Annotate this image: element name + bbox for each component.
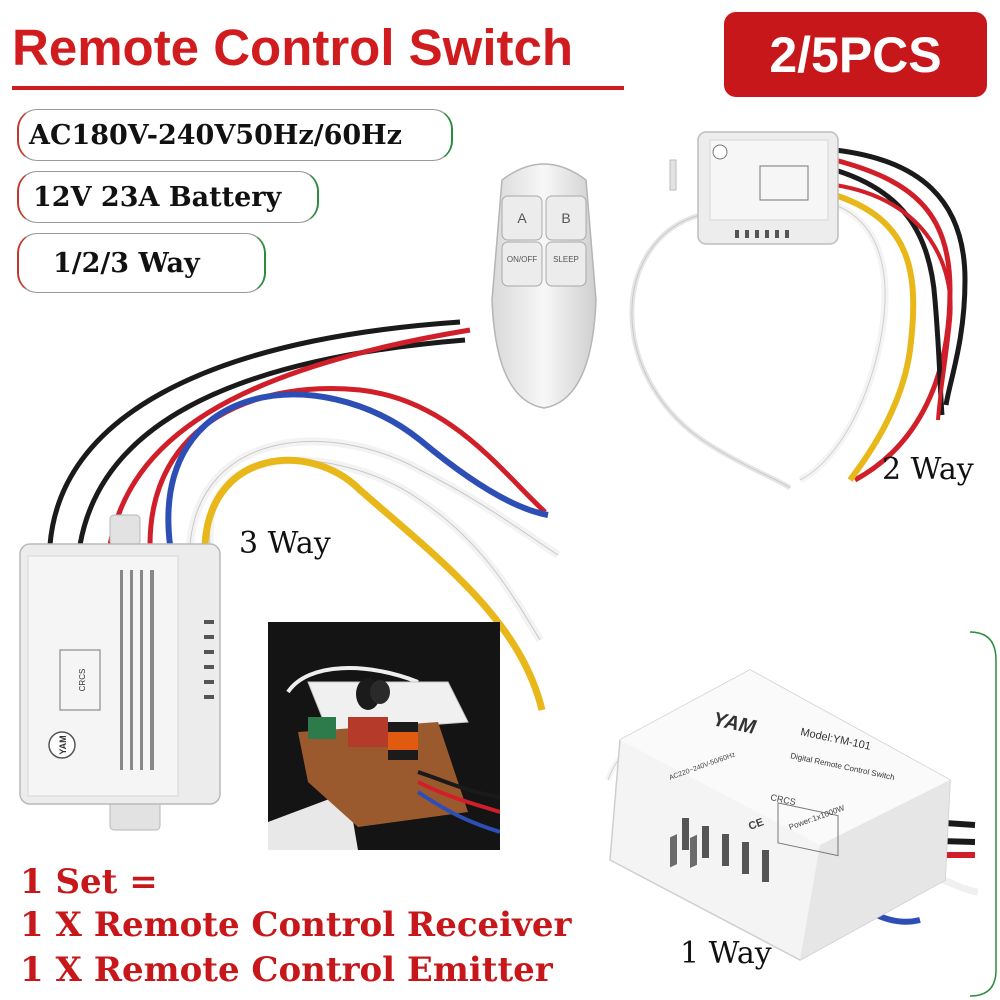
set-item-receiver: 1 X Remote Control Receiver bbox=[20, 905, 572, 945]
two-way-receiver bbox=[629, 131, 968, 491]
remote-button-b bbox=[545, 195, 587, 241]
remote-control-emitter: A B ON/OFF SLEEP bbox=[491, 163, 597, 409]
remote-button-onoff bbox=[501, 241, 543, 287]
three-way-crcs: CRCS bbox=[78, 669, 87, 692]
label-two-way: 2 Way bbox=[882, 452, 974, 487]
remote-label-sleep: SLEEP bbox=[553, 255, 579, 264]
one-way-ce-mark: CE bbox=[747, 816, 765, 833]
remote-label-b: B bbox=[561, 210, 570, 226]
spec-battery: 12V 23A Battery bbox=[17, 171, 319, 223]
title-underline bbox=[12, 86, 624, 90]
set-heading: 1 Set = bbox=[20, 862, 158, 902]
set-item-emitter: 1 X Remote Control Emitter bbox=[20, 950, 553, 990]
quantity-badge: 2/5PCS bbox=[724, 12, 987, 97]
remote-button-a bbox=[501, 195, 543, 241]
spec-ways: 1/2/3 Way bbox=[17, 233, 266, 293]
label-three-way: 3 Way bbox=[239, 526, 331, 561]
circuit-board-photo bbox=[268, 622, 500, 850]
label-one-way: 1 Way bbox=[680, 936, 772, 971]
remote-label-a: A bbox=[517, 210, 527, 226]
one-way-receiver: YAM Model:YM-101 Digital Remote Control … bbox=[605, 631, 997, 997]
remote-label-onoff: ON/OFF bbox=[507, 255, 537, 264]
spec-voltage: AC180V-240V50Hz/60Hz bbox=[17, 109, 453, 161]
remote-button-sleep bbox=[545, 241, 587, 287]
three-way-receiver: YAM CRCS bbox=[19, 319, 561, 831]
page-title: Remote Control Switch bbox=[12, 19, 574, 76]
three-way-brand: YAM bbox=[58, 735, 68, 754]
